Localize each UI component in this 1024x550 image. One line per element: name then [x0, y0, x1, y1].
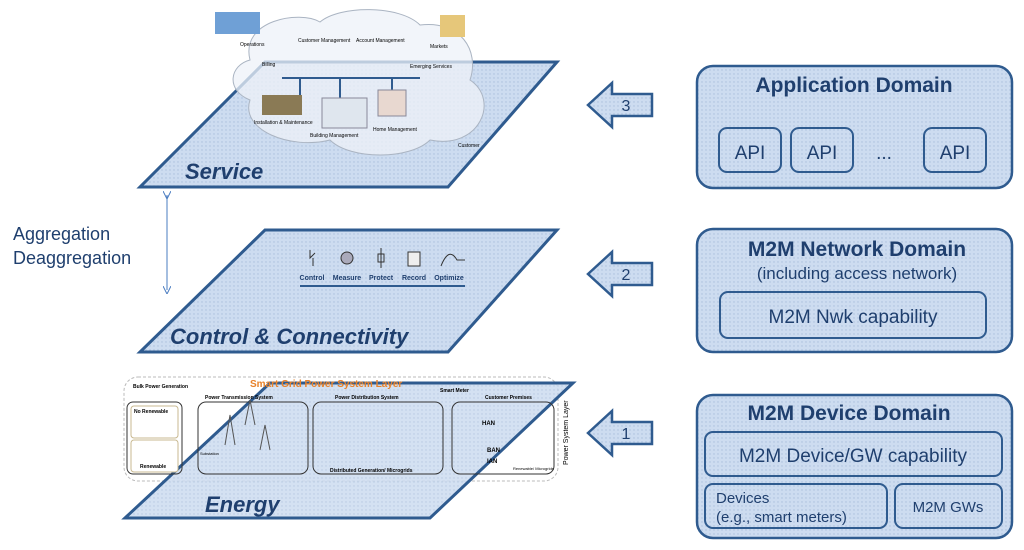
- dg-label: Distributed Generation/ Microgrids: [330, 468, 413, 474]
- arrow-number: 2: [622, 267, 631, 284]
- arrow-3: [586, 80, 654, 130]
- renewable-label: Renewable: [140, 464, 166, 470]
- transmission-label: Power Transmission System: [205, 395, 273, 401]
- service-item: Building Management: [310, 133, 359, 139]
- aggregation-label: Aggregation: [13, 224, 110, 244]
- control-item: Control: [300, 275, 325, 282]
- application-domain-title: Application Domain: [755, 74, 952, 97]
- renew-micro-label: Renewable/ Microgrids: [513, 466, 554, 471]
- maintenance-icon: [262, 95, 302, 115]
- service-item: Customer Management: [298, 38, 351, 44]
- arrow-number: 3: [622, 98, 631, 115]
- device-domain-title: M2M Device Domain: [747, 402, 950, 425]
- customer-label: Customer Premises: [485, 395, 532, 401]
- service-item: Account Management: [356, 38, 405, 44]
- power-system-title: Smart Grid Power System Layer: [250, 379, 402, 390]
- ban-label: BAN: [487, 448, 500, 454]
- device-capability-box: M2M Device/GW capability: [739, 446, 968, 467]
- nwk-capability-box: M2M Nwk capability: [769, 307, 938, 328]
- deaggregation-label: Deaggregation: [13, 248, 131, 268]
- service-item: Markets: [430, 44, 448, 50]
- ian-label: IAN: [487, 459, 497, 465]
- record-item: Record: [402, 275, 426, 282]
- application-domain: Application Domain API API ... API: [695, 64, 1014, 190]
- arrow-2: [586, 249, 654, 299]
- optimize-item: Optimize: [434, 275, 464, 282]
- arrow-1: [586, 408, 654, 458]
- distribution-label: Power Distribution System: [335, 395, 399, 401]
- service-label: Service: [185, 159, 263, 184]
- gws-box: M2M GWs: [913, 499, 984, 516]
- tower-icons: [224, 399, 271, 451]
- side-label: Power System Layer: [563, 400, 570, 465]
- ellipsis: ...: [876, 143, 892, 164]
- smart-meter-label: Smart Meter: [440, 388, 469, 394]
- api-box: API: [735, 143, 766, 164]
- api-box: API: [807, 143, 838, 164]
- api-box: API: [940, 143, 971, 164]
- operations-icon: [215, 12, 260, 34]
- energy-plane: Smart Grid Power System Layer Power Syst…: [121, 376, 577, 520]
- bulk-label: Bulk Power Generation: [133, 384, 188, 390]
- devices-sub: (e.g., smart meters): [716, 509, 847, 526]
- network-domain-title: M2M Network Domain: [748, 238, 966, 261]
- energy-label: Energy: [205, 492, 281, 517]
- markets-icon: [440, 15, 465, 37]
- control-label: Control & Connectivity: [170, 324, 410, 349]
- control-icons: [309, 248, 465, 268]
- service-item: Billing: [262, 62, 276, 68]
- measure-item: Measure: [333, 275, 362, 282]
- han-label: HAN: [482, 421, 495, 427]
- substation-label: Substation: [200, 451, 219, 456]
- service-item: Emerging Services: [410, 64, 452, 70]
- service-item: Customer: [458, 143, 480, 149]
- protect-item: Protect: [369, 275, 394, 282]
- service-item: Installation & Maintenance: [254, 120, 313, 126]
- arrow-number: 1: [622, 426, 631, 443]
- network-domain-subtitle: (including access network): [757, 264, 957, 283]
- network-domain: M2M Network Domain (including access net…: [695, 227, 1014, 354]
- service-item: Home Management: [373, 127, 418, 133]
- service-item: Operations: [240, 42, 265, 48]
- devices-box: Devices: [716, 490, 769, 507]
- no-renewable-label: No Renewable: [134, 409, 168, 415]
- home-icon: [377, 89, 407, 117]
- control-plane: Control Measure Protect Record Optimize …: [136, 228, 561, 354]
- building-icon: [321, 97, 368, 129]
- service-plane: Operations Customer Management Account M…: [136, 9, 561, 189]
- device-domain: M2M Device Domain M2M Device/GW capabili…: [695, 393, 1014, 540]
